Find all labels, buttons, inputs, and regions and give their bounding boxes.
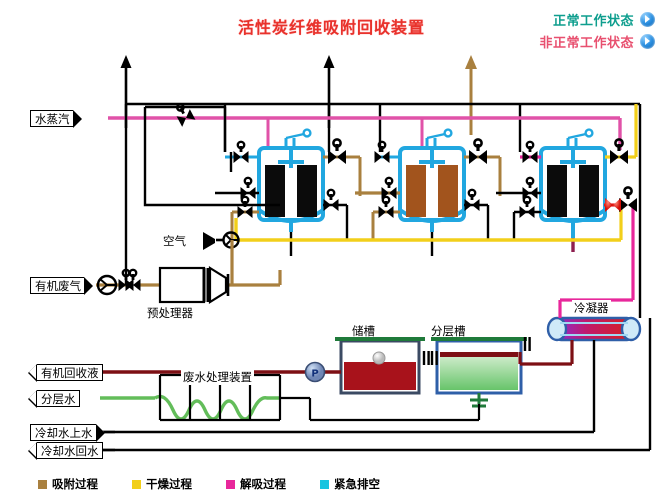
legend-label-emergency: 紧急排空 <box>334 477 380 491</box>
stream-tag-waste-gas-label: 有机废气 <box>30 277 84 294</box>
svg-text:P: P <box>311 369 318 380</box>
status-abnormal[interactable]: 非正常工作状态 <box>485 30 655 52</box>
bypass-loop <box>143 105 280 207</box>
legend-item-emergency: 紧急排空 <box>320 476 380 492</box>
legend-item-drying: 干燥过程 <box>132 476 192 492</box>
storage-tank[interactable] <box>335 337 425 395</box>
status-normal[interactable]: 正常工作状态 <box>485 8 655 30</box>
play-circle-icon[interactable] <box>640 33 655 49</box>
wastewater-unit[interactable] <box>100 373 481 422</box>
legend-swatch-emergency <box>320 479 329 489</box>
equipment-label-pretreatment: 预处理器 <box>147 306 193 320</box>
legend-item-adsorption: 吸附过程 <box>38 476 98 492</box>
stream-tag-waste-gas: 有机废气 <box>30 276 93 295</box>
legend-label-desorption: 解吸过程 <box>240 477 286 491</box>
adsorber-2[interactable] <box>398 128 466 232</box>
legend-item-desorption: 解吸过程 <box>226 476 286 492</box>
stream-tag-recovered-liquid: 有机回收液 <box>28 363 103 382</box>
stream-tag-steam-label: 水蒸汽 <box>30 110 73 127</box>
page-title: 活性炭纤维吸附回收装置 <box>237 18 425 37</box>
condenser-piping <box>60 300 652 452</box>
play-circle-icon[interactable] <box>640 11 655 27</box>
status-legend: 正常工作状态 非正常工作状态 <box>485 8 655 52</box>
transfer-pump[interactable]: P <box>304 361 326 383</box>
legend-swatch-desorption <box>226 479 235 489</box>
process-legend: 吸附过程 干燥过程 解吸过程 紧急排空 <box>38 476 468 492</box>
equipment-label-air-inlet: 空气 <box>163 234 186 248</box>
equipment-label-condenser: 冷凝器 <box>572 300 611 316</box>
stream-tag-cooling-return-label: 冷却水回水 <box>37 442 103 459</box>
pretreatment-unit[interactable] <box>158 266 230 304</box>
waste-gas-blower <box>96 274 118 296</box>
stream-tag-layer-water: 分层水 <box>28 389 80 408</box>
steam-line <box>108 116 622 150</box>
equipment-label-separation-tank: 分层槽 <box>431 324 466 338</box>
status-normal-label: 正常工作状态 <box>552 13 634 29</box>
equipment-label-storage-tank: 储槽 <box>352 324 375 338</box>
stream-tag-steam: 水蒸汽 <box>30 109 82 128</box>
stream-tag-cooling-supply-label: 冷却水上水 <box>30 424 96 441</box>
stream-tag-layer-water-label: 分层水 <box>37 390 80 407</box>
legend-swatch-drying <box>132 479 141 489</box>
stream-tag-cooling-supply: 冷却水上水 <box>30 423 105 442</box>
legend-label-adsorption: 吸附过程 <box>52 477 98 491</box>
legend-label-drying: 干燥过程 <box>146 477 192 491</box>
stream-tag-recovered-liquid-label: 有机回收液 <box>37 364 103 381</box>
adsorber-3[interactable] <box>539 128 607 252</box>
legend-swatch-adsorption <box>38 479 47 489</box>
equipment-label-wastewater-unit: 废水处理装置 <box>181 369 254 385</box>
separation-tank[interactable] <box>431 337 527 408</box>
status-abnormal-label: 非正常工作状态 <box>539 35 634 51</box>
condenser[interactable] <box>546 316 642 342</box>
exhaust-stack-3 <box>465 55 477 135</box>
stream-tag-cooling-return: 冷却水回水 <box>28 441 103 460</box>
alarm-valve[interactable] <box>604 198 621 212</box>
